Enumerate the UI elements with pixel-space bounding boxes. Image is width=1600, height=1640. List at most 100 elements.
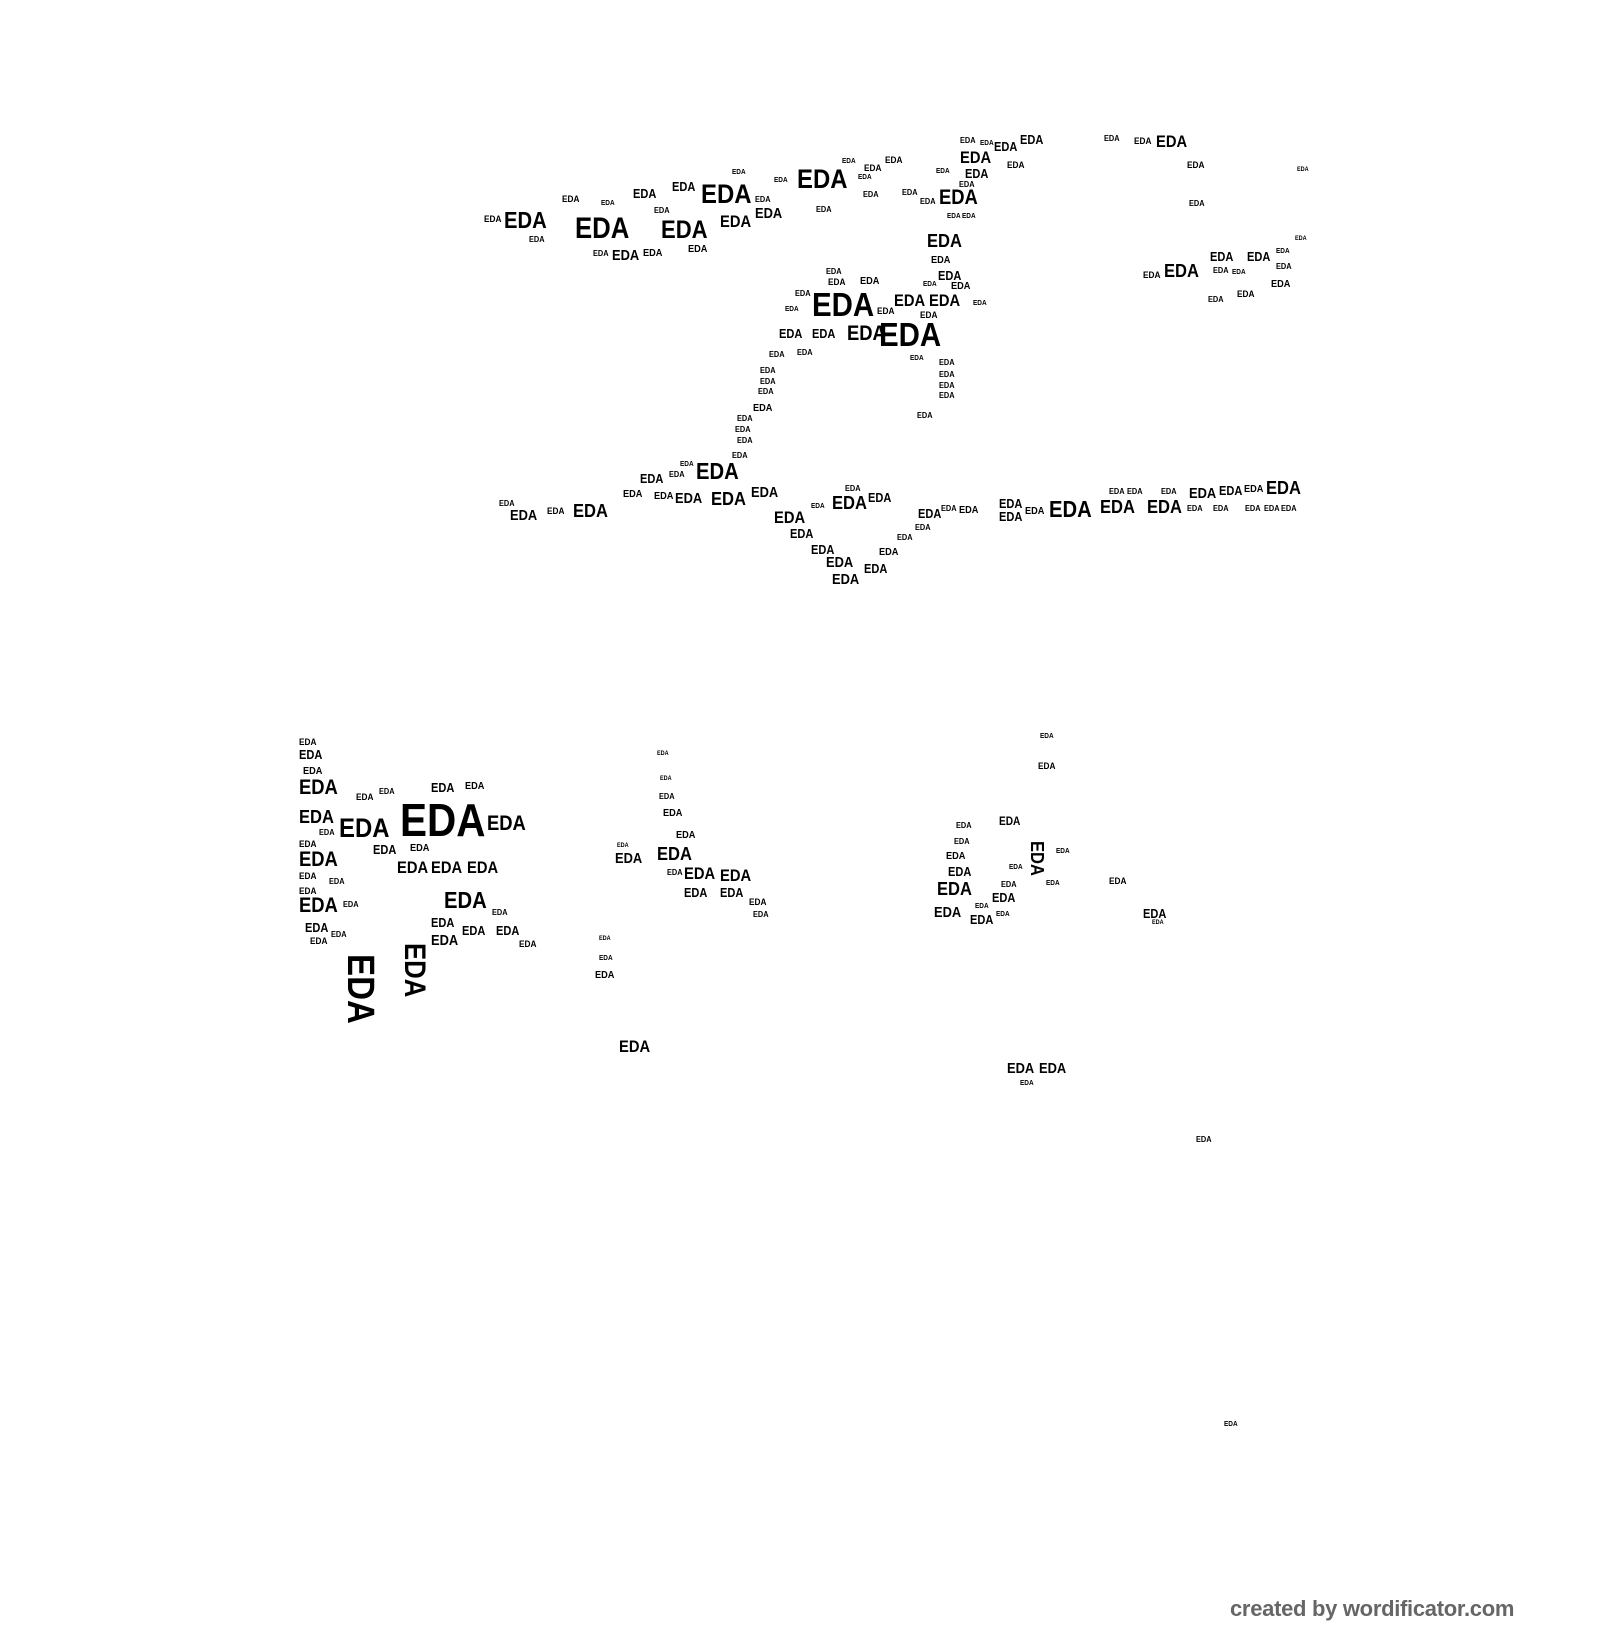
word-eda: EDA xyxy=(758,386,774,397)
word-eda: EDA xyxy=(1007,1060,1035,1077)
word-eda: EDA xyxy=(1155,131,1187,151)
word-eda: EDA xyxy=(794,287,811,298)
word-eda: EDA xyxy=(601,197,616,207)
word-eda: EDA xyxy=(732,167,746,177)
word-eda: EDA xyxy=(1027,840,1048,876)
word-eda: EDA xyxy=(299,894,338,918)
word-eda: EDA xyxy=(1189,197,1205,208)
word-eda: EDA xyxy=(947,865,971,880)
word-eda: EDA xyxy=(1195,1133,1212,1144)
word-eda: EDA xyxy=(930,255,951,267)
word-eda: EDA xyxy=(561,192,580,204)
word-eda: EDA xyxy=(462,923,486,938)
word-eda: EDA xyxy=(965,167,989,182)
word-eda: EDA xyxy=(719,886,743,900)
word-eda: EDA xyxy=(309,935,328,947)
word-eda: EDA xyxy=(656,843,692,865)
word-eda: EDA xyxy=(735,423,751,434)
word-eda: EDA xyxy=(700,177,752,209)
word-eda: EDA xyxy=(299,736,317,748)
word-eda: EDA xyxy=(847,322,887,346)
word-eda: EDA xyxy=(518,938,537,950)
word-eda: EDA xyxy=(1244,503,1261,514)
word-eda: EDA xyxy=(1039,731,1054,741)
word-eda: EDA xyxy=(960,147,992,167)
word-eda: EDA xyxy=(661,215,708,244)
word-eda: EDA xyxy=(575,212,630,246)
word-eda: EDA xyxy=(632,187,657,202)
word-eda: EDA xyxy=(397,943,431,998)
word-eda: EDA xyxy=(675,829,696,841)
word-eda: EDA xyxy=(779,327,803,342)
word-eda: EDA xyxy=(653,205,670,216)
word-eda: EDA xyxy=(737,413,753,424)
word-eda: EDA xyxy=(1108,486,1125,497)
word-eda: EDA xyxy=(1213,264,1229,275)
word-eda: EDA xyxy=(430,916,455,931)
word-eda: EDA xyxy=(910,352,924,362)
word-eda: EDA xyxy=(797,163,848,195)
word-eda: EDA xyxy=(355,790,374,802)
word-eda: EDA xyxy=(484,213,502,225)
word-eda: EDA xyxy=(1270,279,1291,291)
word-eda: EDA xyxy=(939,186,979,210)
word-eda: EDA xyxy=(1151,919,1164,927)
word-eda: EDA xyxy=(1007,159,1025,171)
word-eda: EDA xyxy=(915,522,931,532)
word-eda: EDA xyxy=(1223,1419,1238,1429)
word-eda: EDA xyxy=(1263,503,1280,514)
word-eda: EDA xyxy=(862,189,879,200)
word-eda: EDA xyxy=(1038,1060,1066,1077)
word-eda: EDA xyxy=(684,886,708,900)
word-eda: EDA xyxy=(373,843,397,858)
word-eda: EDA xyxy=(868,490,892,505)
word-eda: EDA xyxy=(751,485,779,502)
word-eda: EDA xyxy=(667,867,683,878)
word-eda: EDA xyxy=(378,785,395,796)
word-eda: EDA xyxy=(768,349,785,360)
word-eda: EDA xyxy=(1232,266,1246,276)
word-eda: EDA xyxy=(299,837,317,849)
word-eda: EDA xyxy=(1187,503,1203,514)
word-eda: EDA xyxy=(688,243,708,255)
word-eda: EDA xyxy=(748,896,767,908)
word-eda: EDA xyxy=(510,508,538,525)
word-eda: EDA xyxy=(669,468,685,479)
word-eda: EDA xyxy=(876,305,895,317)
word-eda: EDA xyxy=(920,195,937,206)
word-eda: EDA xyxy=(1265,477,1301,499)
word-eda: EDA xyxy=(679,459,694,469)
word-eda: EDA xyxy=(329,875,346,886)
word-eda: EDA xyxy=(660,775,672,783)
word-eda: EDA xyxy=(962,211,976,221)
word-eda: EDA xyxy=(993,140,1018,155)
word-eda: EDA xyxy=(863,162,882,174)
word-eda: EDA xyxy=(928,290,960,310)
word-eda: EDA xyxy=(857,171,872,181)
word-eda: EDA xyxy=(299,805,335,827)
word-eda: EDA xyxy=(998,510,1023,525)
word-eda: EDA xyxy=(443,887,487,914)
word-eda: EDA xyxy=(1297,166,1309,174)
word-eda: EDA xyxy=(1108,874,1127,886)
word-eda: EDA xyxy=(878,547,899,559)
word-eda: EDA xyxy=(504,207,547,234)
word-eda: EDA xyxy=(901,187,918,198)
word-eda: EDA xyxy=(845,483,861,494)
word-eda: EDA xyxy=(897,532,913,543)
word-eda: EDA xyxy=(430,857,463,877)
word-eda: EDA xyxy=(711,487,747,509)
word-eda: EDA xyxy=(1025,506,1045,518)
word-eda: EDA xyxy=(611,247,640,264)
word-eda: EDA xyxy=(617,842,629,850)
word-eda: EDA xyxy=(1037,760,1056,772)
word-eda: EDA xyxy=(498,497,515,508)
word-eda: EDA xyxy=(410,843,430,855)
word-eda: EDA xyxy=(760,375,776,386)
word-eda: EDA xyxy=(859,276,880,288)
word-eda: EDA xyxy=(695,458,739,485)
word-eda: EDA xyxy=(917,410,933,421)
word-eda: EDA xyxy=(1294,235,1307,243)
word-eda: EDA xyxy=(1100,495,1136,517)
